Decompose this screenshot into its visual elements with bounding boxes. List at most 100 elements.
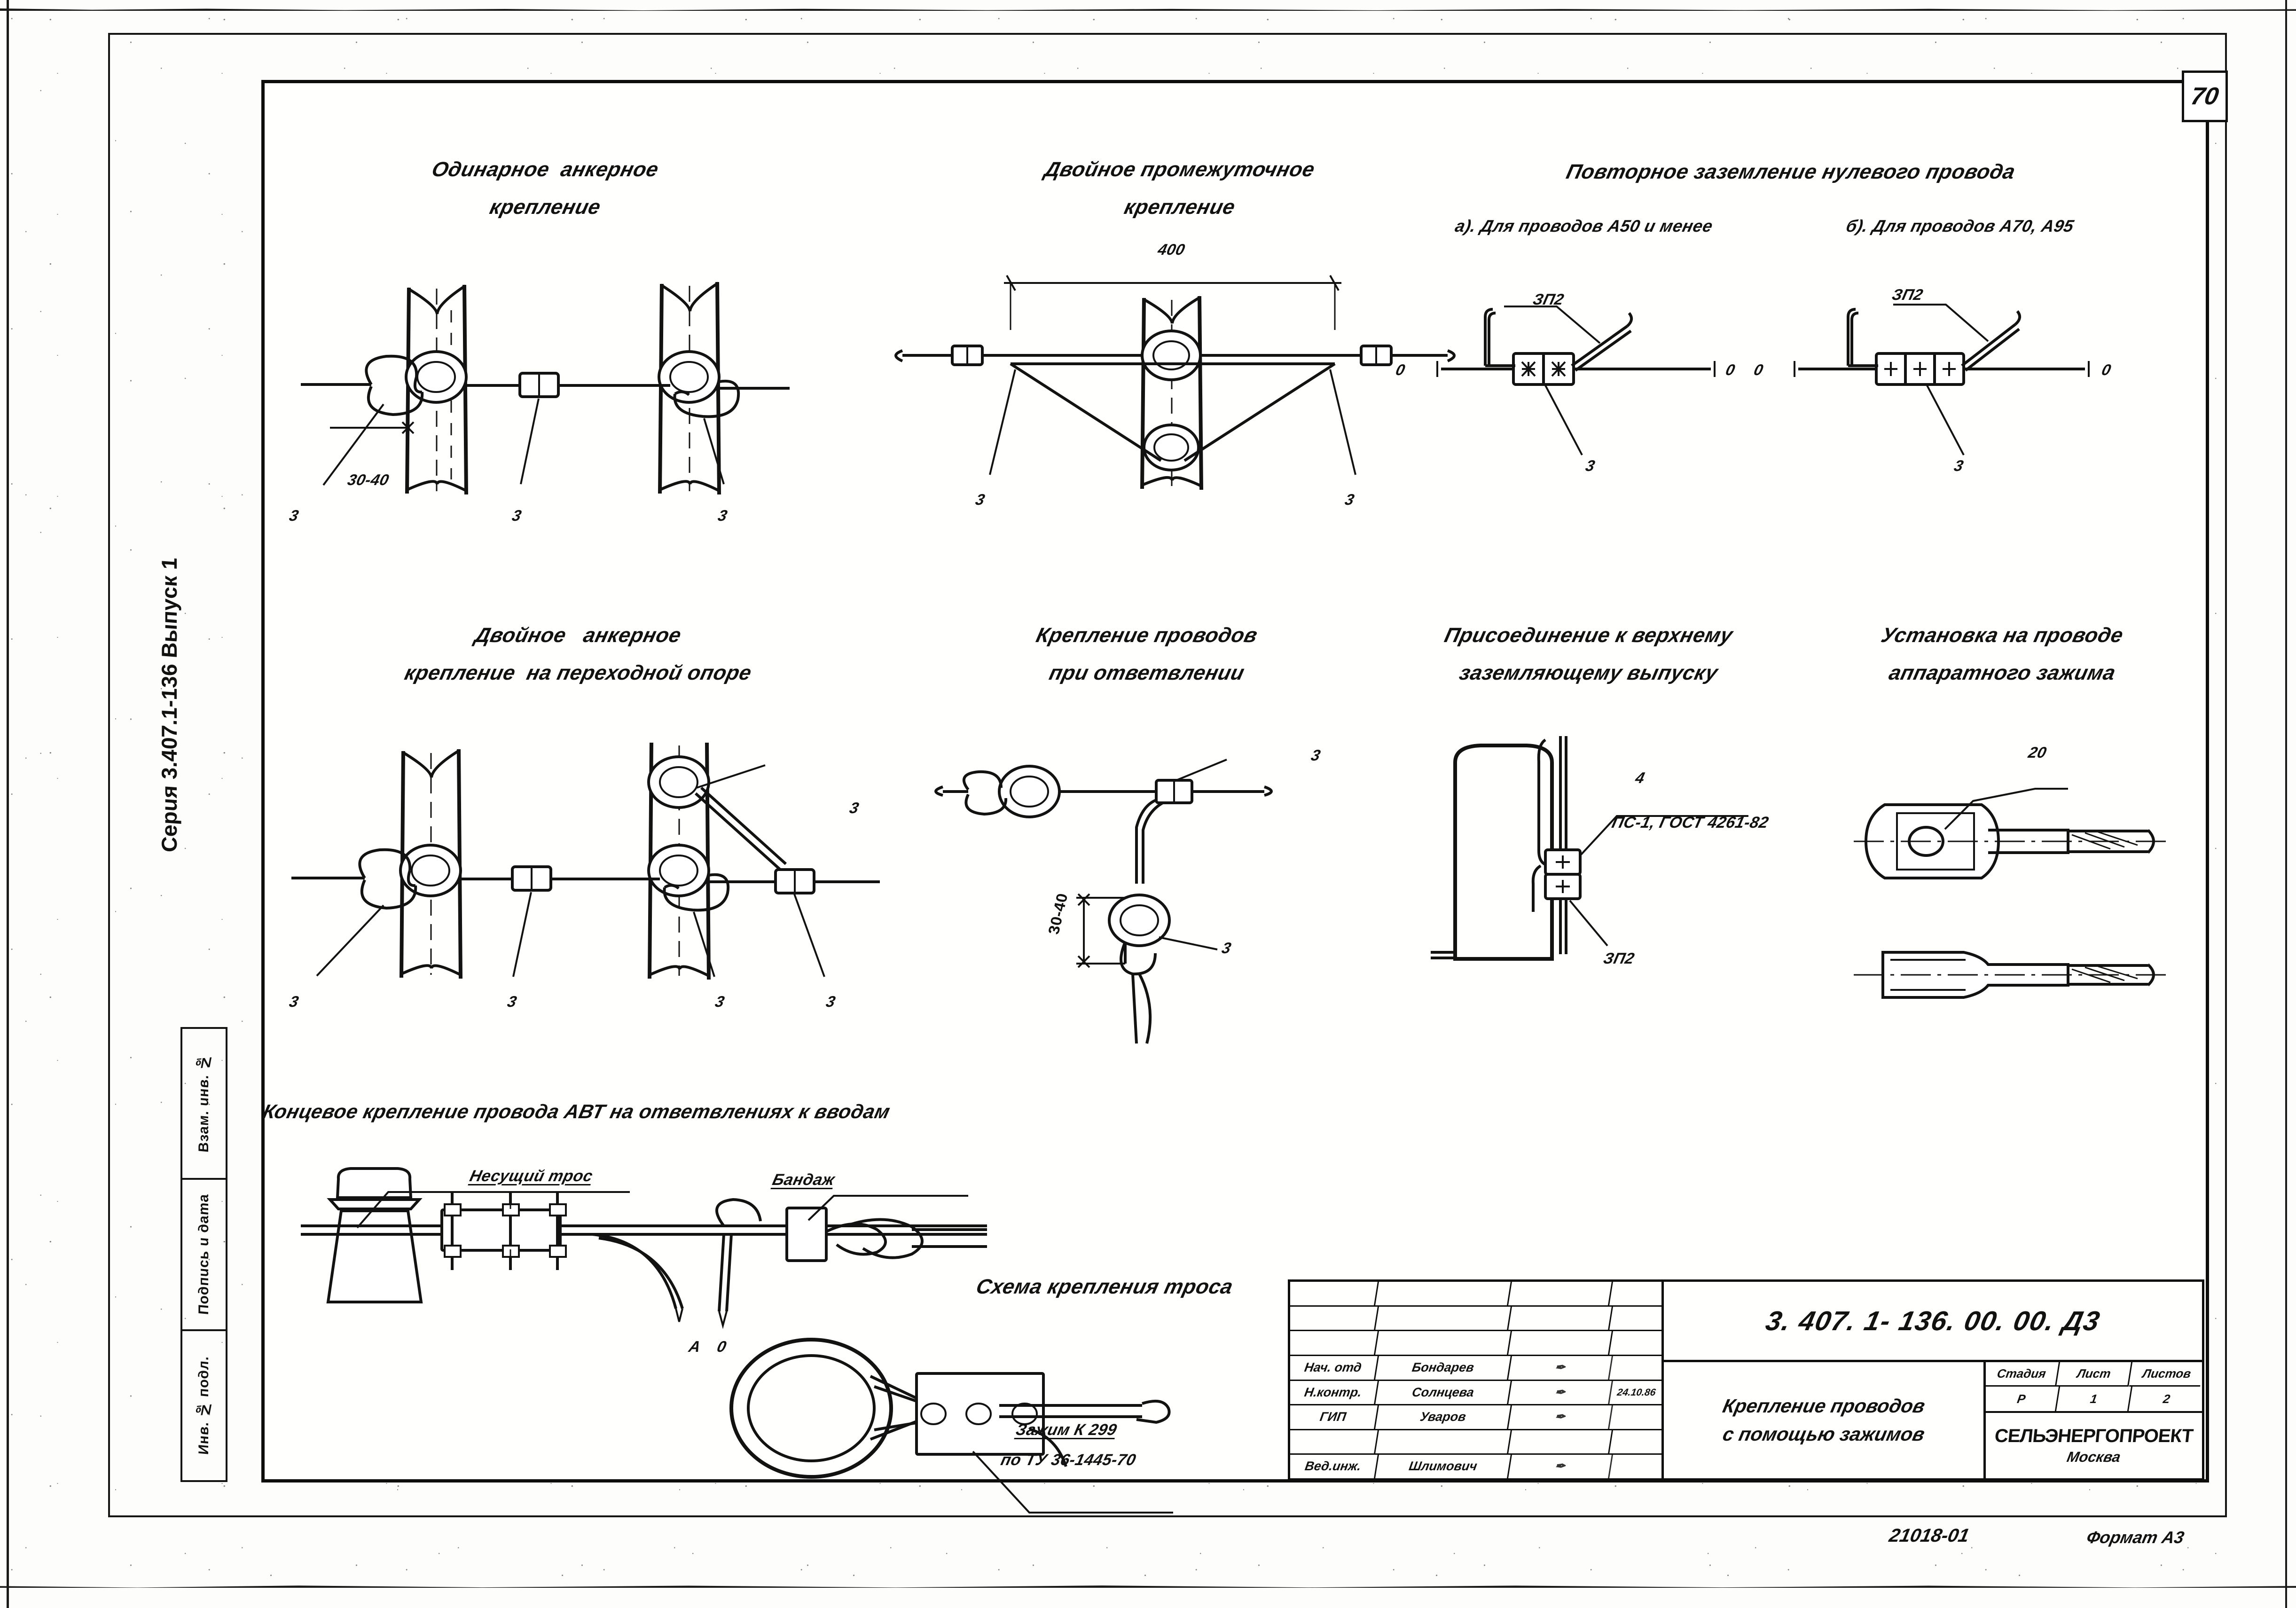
drawing-frame-inner — [261, 80, 2209, 1482]
footer-format: Формат А3 — [2084, 1528, 2186, 1547]
header-sheets-total: Листов — [2129, 1362, 2204, 1387]
table-row: ГИП Уваров ✒ — [1288, 1405, 1663, 1430]
page-number-box: 70 — [2182, 71, 2228, 122]
row-name: Шлимович — [1375, 1455, 1512, 1478]
sheet-right-edge — [2285, 0, 2287, 1608]
organization-city: Москва — [2066, 1449, 2123, 1465]
branch-fixing-diagram — [934, 759, 1273, 1044]
row-date — [1609, 1282, 1663, 1305]
value-stage: Р — [1983, 1387, 2061, 1411]
stamp-cell-signature-date: Подпись и дата — [182, 1180, 226, 1331]
single-anchor-title-line2: крепление — [487, 196, 603, 219]
double-intermediate-title-line1: Двойное промежуточное — [1042, 158, 1317, 181]
upper-ground-zp2: ЗП2 — [1601, 949, 1637, 967]
upper-ground-spec: ПС-1, ГОСТ 4261-82 — [1610, 814, 1771, 831]
upper-ground-title-line1: Присоединение к верхнему — [1442, 624, 1735, 647]
row-role: Нач. отд — [1288, 1356, 1379, 1380]
stage-headers: Стадия Лист Листов — [1983, 1362, 2204, 1387]
footer-drawing-code: 21018-01 — [1887, 1525, 1971, 1546]
double-anchor-diagram — [291, 742, 880, 980]
row-name — [1375, 1282, 1512, 1305]
drawing-frame-outer — [108, 33, 2227, 1517]
row-sign — [1508, 1331, 1613, 1355]
double-intermediate-dim-400: 400 — [1156, 241, 1187, 258]
row-signature-mark: ✒ — [1508, 1356, 1613, 1380]
single-anchor-title-line1: Одинарное анкерное — [430, 158, 661, 181]
drawing-code-cell: 3. 407. 1- 136. 00. 00. Д3 — [1664, 1282, 2202, 1362]
branch-fixing-title-line2: при ответвлении — [1047, 661, 1247, 684]
table-row — [1288, 1430, 1663, 1455]
row-signature-mark: ✒ — [1508, 1381, 1613, 1404]
row-name — [1375, 1430, 1512, 1454]
value-sheet: 1 — [2056, 1387, 2133, 1411]
end-fixing-label-band: Бандаж — [770, 1171, 837, 1189]
row-date — [1609, 1455, 1663, 1478]
table-row — [1288, 1331, 1663, 1356]
row-role: Вед.инж. — [1288, 1455, 1379, 1478]
cable-scheme-clamp-line1: Зажим К 299 — [1014, 1421, 1119, 1439]
double-intermediate-title-line2: крепление — [1122, 196, 1238, 219]
grounding-b-zp2: ЗП2 — [1890, 286, 1925, 303]
apparatus-clamp-title-line1: Установка на проводе — [1879, 624, 2126, 647]
row-role — [1288, 1282, 1379, 1305]
table-row — [1288, 1306, 1663, 1332]
row-role — [1288, 1306, 1379, 1330]
table-row: Нач. отд Бондарев ✒ — [1288, 1356, 1663, 1381]
cable-scheme-clamp-line2: по ТУ 36-1445-70 — [999, 1451, 1138, 1469]
end-fixing-title: Концевое крепление провода АВТ на ответв… — [260, 1100, 893, 1122]
organization-cell: СЕЛЬЭНЕРГОПРОЕКТ Москва — [1986, 1413, 2202, 1478]
row-name — [1375, 1331, 1512, 1355]
row-date — [1609, 1356, 1663, 1380]
table-row: Н.контр. Солнцева ✒ 24.10.86 — [1288, 1381, 1661, 1406]
row-role: Н.контр. — [1288, 1381, 1379, 1404]
header-stage: Стадия — [1983, 1362, 2061, 1387]
repeat-grounding-variant-b: б). Для проводов А70, А95 — [1844, 216, 2076, 235]
drawing-name-cell: Крепление проводов с помощью зажимов — [1664, 1362, 1986, 1478]
page-number: 70 — [2188, 83, 2221, 110]
repeat-grounding-variant-a-diagram — [1436, 306, 1716, 455]
upper-ground-title-line2: заземляющему выпуску — [1457, 661, 1720, 684]
stage-sheet-table: Стадия Лист Листов Р 1 2 — [1983, 1362, 2204, 1413]
apparatus-clamp-diagram — [1854, 788, 2171, 999]
double-anchor-title-line2: крепление на переходной опоре — [402, 661, 754, 684]
end-fixing-label-carrier: Несущий трос — [468, 1167, 595, 1185]
organization-name: СЕЛЬЭНЕРГОПРОЕКТ — [1994, 1426, 2194, 1446]
single-anchor-dim-30-40: 30-40 — [345, 471, 391, 488]
stage-values: Р 1 2 — [1983, 1387, 2202, 1411]
row-name: Бондарев — [1375, 1356, 1512, 1380]
row-signature-mark: ✒ — [1508, 1405, 1613, 1429]
sheet-top-edge — [0, 8, 2296, 11]
repeat-grounding-variant-b-diagram — [1794, 304, 2090, 455]
row-date — [1609, 1307, 1663, 1330]
drawing-code: 3. 407. 1- 136. 00. 00. Д3 — [1763, 1305, 2103, 1336]
header-sheet: Лист — [2056, 1362, 2133, 1387]
table-row — [1288, 1282, 1663, 1307]
row-date — [1609, 1331, 1663, 1355]
row-sign — [1508, 1430, 1613, 1454]
row-sign — [1508, 1306, 1613, 1330]
stamp-cell-inv-podl: Инв. № подл. — [196, 1355, 212, 1456]
row-signature-mark: ✒ — [1508, 1455, 1613, 1478]
row-role — [1288, 1331, 1379, 1355]
row-role — [1288, 1430, 1379, 1454]
stamp-cell-vzam: Взам. инв. № — [182, 1029, 226, 1180]
row-date — [1609, 1405, 1663, 1429]
stamp-column: Взам. инв. № Подпись и дата Инв. № подл. — [180, 1027, 227, 1482]
cable-scheme-diagram — [729, 1338, 1173, 1514]
title-block: Нач. отд Бондарев ✒ Н.контр. Солнцева ✒ … — [1288, 1279, 2204, 1481]
row-name: Солнцева — [1375, 1381, 1512, 1404]
single-anchor-diagram — [301, 282, 790, 495]
repeat-grounding-variant-a: а). Для проводов А50 и менее — [1453, 216, 1715, 235]
sheet-left-edge — [7, 0, 9, 1608]
end-fixing-diagram — [301, 1167, 987, 1329]
drawing-name-line2: с помощью зажимов — [1721, 1423, 1927, 1445]
row-date — [1609, 1430, 1663, 1454]
repeat-grounding-title: Повторное заземление нулевого провода — [1564, 160, 2018, 183]
row-sign — [1508, 1282, 1613, 1305]
title-block-main: 3. 407. 1- 136. 00. 00. Д3 Крепление про… — [1664, 1282, 2204, 1478]
series-vertical-label: Серия 3.407.1-136 Выпуск 1 — [157, 556, 181, 854]
table-row: Вед.инж. Шлимович ✒ — [1288, 1455, 1663, 1478]
double-anchor-title-line1: Двойное анкерное — [472, 624, 684, 647]
grounding-a-zp2: ЗП2 — [1531, 290, 1566, 308]
upper-ground-diagram — [1431, 736, 1748, 961]
